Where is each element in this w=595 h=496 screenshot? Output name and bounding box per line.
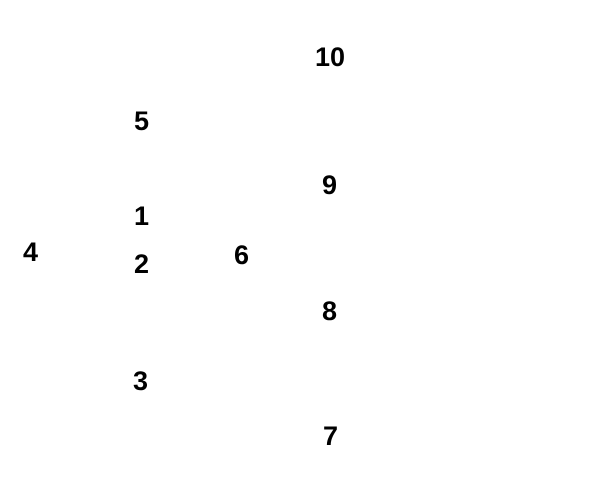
number-label-1: 1 (134, 201, 150, 231)
number-label-8: 8 (322, 296, 338, 326)
number-label-4: 4 (23, 237, 39, 267)
number-label-3: 3 (133, 366, 149, 396)
number-label-5: 5 (134, 106, 150, 136)
number-label-6: 6 (234, 240, 250, 270)
number-label-9: 9 (322, 170, 338, 200)
number-label-10: 10 (315, 42, 346, 72)
number-label-7: 7 (323, 421, 339, 451)
number-label-2: 2 (134, 249, 150, 279)
